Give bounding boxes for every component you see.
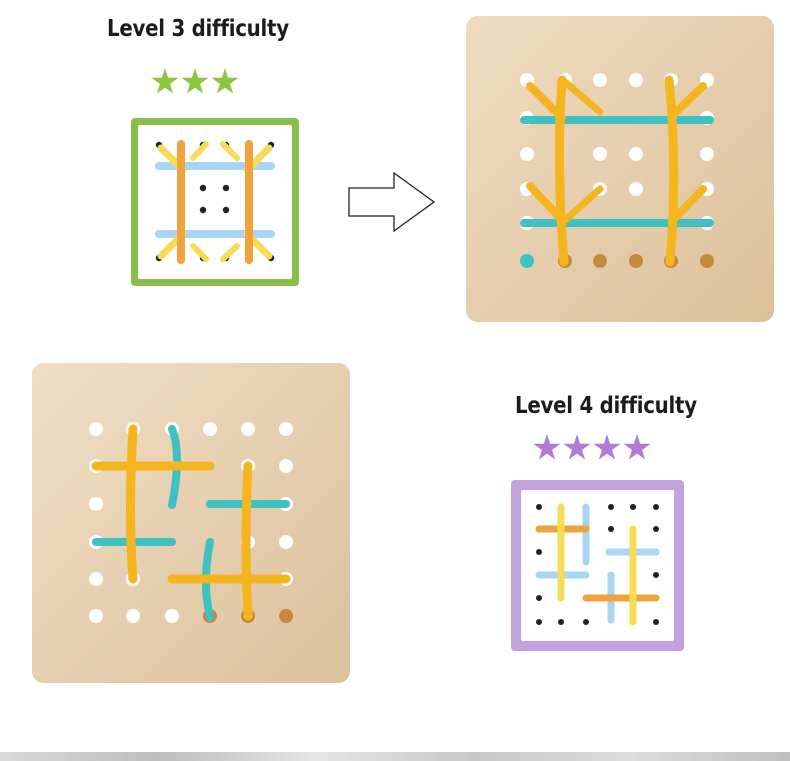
star-icon [593, 434, 621, 460]
level-3-pattern-card [131, 118, 299, 286]
wooden-lacing-board-level-4 [32, 363, 350, 683]
star-icon [181, 68, 209, 94]
level-4-title: Level 4 difficulty [515, 393, 697, 419]
level-3-rating [151, 68, 239, 96]
level-4-rating [533, 434, 651, 462]
right-arrow-outline-icon [348, 171, 436, 233]
star-icon [533, 434, 561, 460]
star-icon [563, 434, 591, 460]
bottom-edge-strip [0, 752, 790, 761]
level-4-pattern-illustration [521, 490, 674, 641]
level-3-title: Level 3 difficulty [107, 16, 289, 42]
level-4-pattern-card [511, 480, 684, 651]
level-3-pattern-illustration [138, 125, 292, 279]
star-icon [211, 68, 239, 94]
star-icon [623, 434, 651, 460]
star-icon [151, 68, 179, 94]
wooden-lacing-board-level-3 [466, 16, 774, 322]
